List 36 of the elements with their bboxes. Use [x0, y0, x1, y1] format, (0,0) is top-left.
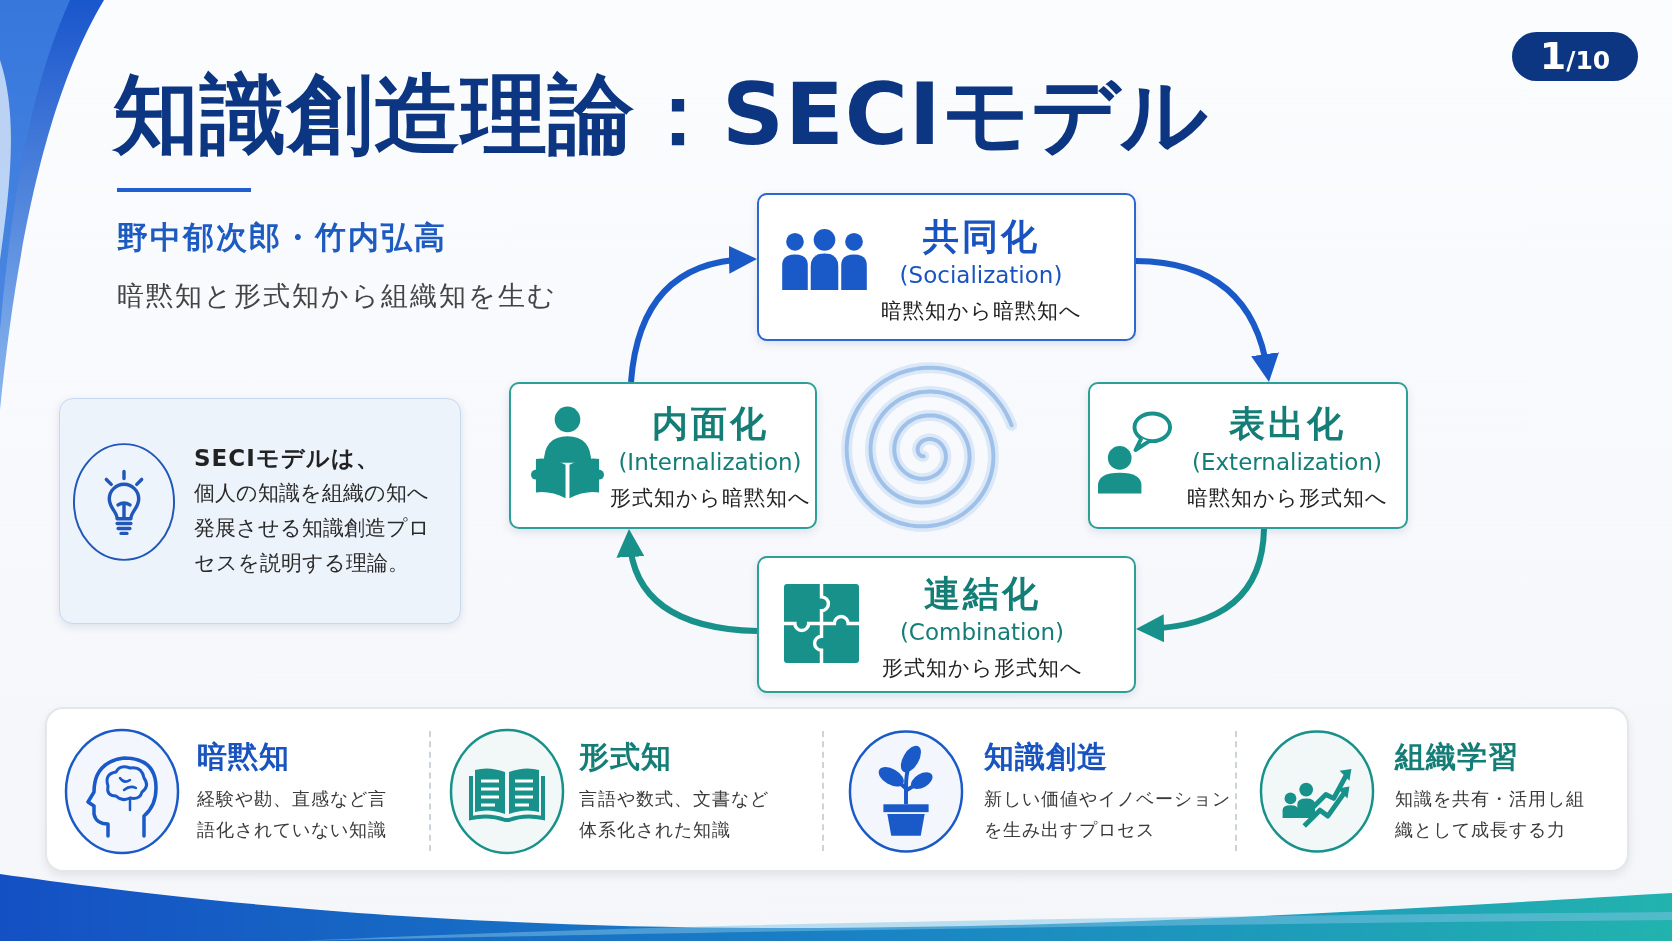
concept-heading: 暗黙知 [197, 738, 290, 776]
cycle-arrow [1135, 258, 1279, 382]
node-description: 暗黙知から暗黙知へ [880, 298, 1082, 325]
node-subtitle: (Combination) [899, 618, 1065, 647]
node-heading: 内面化 [651, 402, 769, 446]
process-card [509, 382, 817, 529]
process-card [757, 556, 1136, 693]
note-text: 個人の知識を組織の知へ発展させる知識創造プロセスを説明する理論。 [194, 480, 430, 577]
node-subtitle: (Socialization) [899, 261, 1063, 290]
concept-description: 知識を共有・活用し組織として成長する力 [1395, 787, 1586, 842]
process-card [1088, 382, 1408, 529]
cycle-arrow [628, 246, 757, 383]
node-subtitle: (Internalization) [618, 448, 802, 477]
concept-heading: 形式知 [579, 738, 672, 776]
note-card [59, 398, 461, 624]
tagline: 暗黙知と形式知から組織知を生む [117, 279, 557, 313]
node-heading: 共同化 [922, 215, 1040, 259]
concept-description: 新しい価値やイノベーションを生み出すプロセス [984, 787, 1232, 842]
author-names: 野中郁次郎・竹内弘高 [117, 218, 447, 256]
cycle-arrow [617, 529, 758, 634]
cycle-arrow [1136, 528, 1267, 642]
page-counter-badge: 1/10 [1512, 32, 1638, 81]
concept-heading: 組織学習 [1395, 738, 1519, 776]
concept-description: 言語や数式、文書など体系化された知識 [579, 787, 770, 842]
note-heading: SECIモデルは、 [194, 444, 380, 473]
concept-description: 経験や勘、直感など言語化されていない知識 [197, 787, 388, 842]
node-heading: 連結化 [923, 572, 1041, 616]
process-card [757, 193, 1136, 341]
node-description: 形式知から形式知へ [881, 655, 1083, 682]
node-description: 暗黙知から形式知へ [1186, 485, 1388, 512]
concept-heading: 知識創造 [984, 738, 1108, 776]
node-subtitle: (Externalization) [1192, 448, 1382, 477]
slide-title: 知識創造理論：SECIモデル [113, 64, 1209, 164]
concept-panel [45, 707, 1629, 872]
node-heading: 表出化 [1228, 402, 1346, 446]
node-description: 形式知から暗黙知へ [609, 485, 811, 512]
